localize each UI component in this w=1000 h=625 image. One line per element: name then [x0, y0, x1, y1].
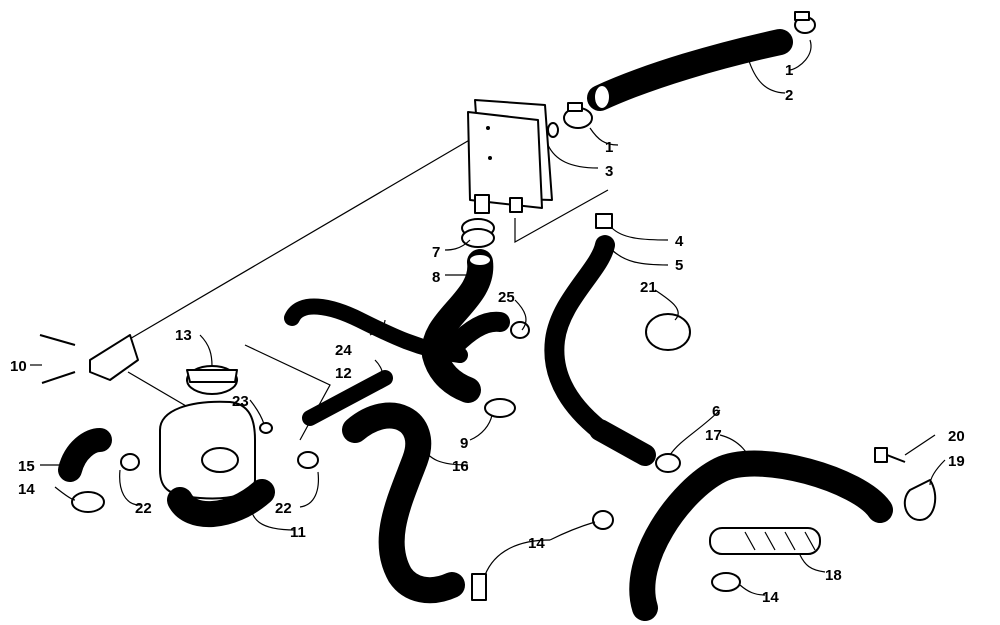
clip-19	[903, 479, 937, 521]
callout-12: 12	[335, 365, 352, 382]
hose-5	[544, 235, 656, 466]
callout-19: 19	[948, 453, 965, 470]
callout-2: 2	[785, 87, 793, 104]
clamp-25	[510, 321, 530, 339]
callout-16: 16	[452, 458, 469, 475]
clamp-6	[655, 453, 681, 473]
reference-line-tank	[127, 127, 491, 341]
callout-25: 25	[498, 289, 515, 306]
callout-22-right: 22	[275, 500, 292, 517]
callout-21: 21	[640, 279, 657, 296]
callout-23: 23	[232, 393, 249, 410]
callout-6: 6	[712, 403, 720, 420]
fitting-4	[595, 213, 613, 229]
hose-2-end	[593, 84, 611, 110]
callout-13: 13	[175, 327, 192, 344]
callout-5: 5	[675, 257, 683, 274]
clamp-1-mid	[563, 102, 593, 129]
clamp-21	[645, 313, 691, 351]
hose-17	[629, 450, 893, 621]
reservoir-11	[159, 400, 275, 528]
fitting-23	[259, 422, 273, 434]
sleeve-18	[709, 527, 821, 555]
leader-lines	[30, 39, 946, 596]
callout-20: 20	[948, 428, 965, 445]
cap-13	[186, 365, 238, 395]
hose-2	[587, 29, 793, 111]
callout-3: 3	[605, 163, 613, 180]
callout-labels: 1 2 1 3 4 5 21 7 8 25 24 12 13 23 10 9 6…	[10, 62, 965, 606]
clamp-22-right	[297, 451, 319, 469]
callout-11: 11	[290, 524, 306, 541]
tank-3	[467, 99, 559, 214]
bracket-10	[39, 334, 139, 384]
callout-4: 4	[675, 233, 684, 250]
callout-10: 10	[10, 358, 27, 375]
reference-line-hose24	[244, 344, 331, 441]
clamp-14-lower	[471, 573, 487, 601]
clamp-14-mid	[592, 510, 614, 530]
callout-9: 9	[460, 435, 468, 452]
callout-1-top: 1	[785, 62, 793, 79]
callout-14-right: 14	[762, 589, 779, 606]
clamp-9	[484, 398, 516, 418]
callout-14-left: 14	[18, 481, 35, 498]
callout-18: 18	[825, 567, 842, 584]
callout-14-mid: 14	[528, 535, 545, 552]
callout-1-mid: 1	[605, 139, 613, 156]
clamp-7	[461, 218, 495, 248]
elbow-15	[58, 428, 112, 482]
clamp-1-top	[794, 11, 816, 34]
bolt-20	[874, 447, 906, 463]
callout-22-left: 22	[135, 500, 152, 517]
hose-16	[342, 402, 465, 604]
hose-24	[284, 298, 468, 363]
callout-17: 17	[705, 427, 722, 444]
callout-24: 24	[335, 342, 352, 359]
clamp-22-left	[120, 453, 140, 471]
reference-line-outlet	[514, 189, 609, 244]
clamp-14-right	[711, 572, 741, 592]
callout-7: 7	[432, 244, 440, 261]
clamp-14-left	[71, 491, 105, 513]
hose-12	[302, 370, 393, 426]
callout-8: 8	[432, 269, 440, 286]
callout-15: 15	[18, 458, 35, 475]
